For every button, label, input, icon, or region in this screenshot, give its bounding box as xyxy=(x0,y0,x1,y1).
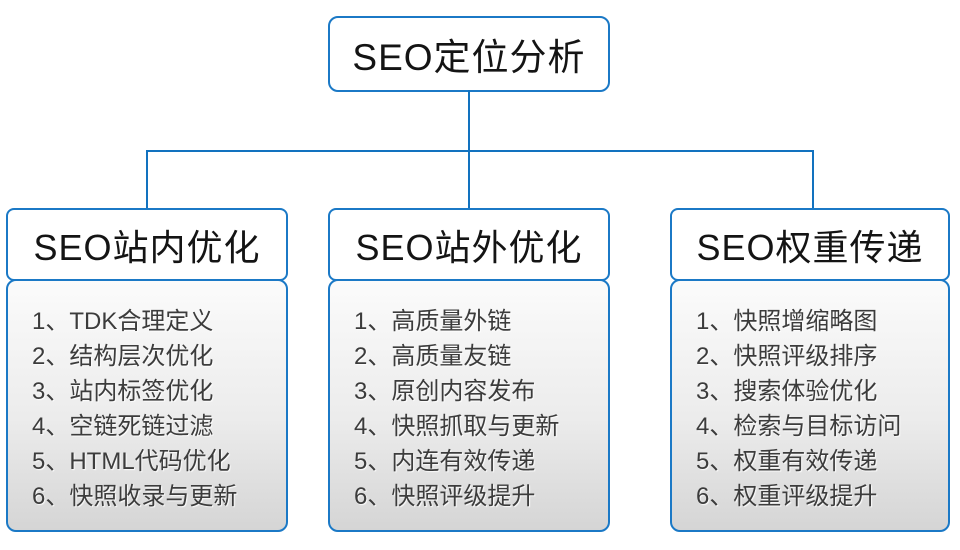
list-item: 1、TDK合理定义 xyxy=(32,308,214,335)
branch-header-label: SEO站内优化 xyxy=(33,226,261,268)
list-item: 3、站内标签优化 xyxy=(32,378,214,405)
branch-list-offsite: 1、高质量外链 2、高质量友链 3、原创内容发布 4、快照抓取与更新 5、内连有… xyxy=(328,279,610,532)
connector-drop-right xyxy=(812,151,814,209)
list-item: 5、HTML代码优化 xyxy=(32,448,231,475)
branch-header-label: SEO权重传递 xyxy=(696,226,924,268)
branch-list-onsite: 1、TDK合理定义 2、结构层次优化 3、站内标签优化 4、空链死链过滤 5、H… xyxy=(6,279,288,532)
root-node: SEO定位分析 xyxy=(328,16,610,92)
branch-header-label: SEO站外优化 xyxy=(355,226,583,268)
list-item: 2、结构层次优化 xyxy=(32,343,214,370)
list-item: 1、快照增缩略图 xyxy=(696,308,878,335)
connector-root-vertical xyxy=(468,90,470,151)
branch-header-onsite: SEO站内优化 xyxy=(6,208,288,281)
list-item: 3、搜索体验优化 xyxy=(696,378,878,405)
list-item: 4、检索与目标访问 xyxy=(696,413,902,440)
branch-header-offsite: SEO站外优化 xyxy=(328,208,610,281)
list-item: 6、快照评级提升 xyxy=(354,483,536,510)
list-item: 1、高质量外链 xyxy=(354,308,512,335)
list-item: 6、快照收录与更新 xyxy=(32,483,238,510)
branch-header-weight: SEO权重传递 xyxy=(670,208,950,281)
branch-list-weight: 1、快照增缩略图 2、快照评级排序 3、搜索体验优化 4、检索与目标访问 5、权… xyxy=(670,279,950,532)
connector-drop-left xyxy=(146,151,148,209)
connector-horizontal-bus xyxy=(146,150,814,152)
connector-drop-center xyxy=(468,151,470,209)
list-item: 5、内连有效传递 xyxy=(354,448,536,475)
list-item: 5、权重有效传递 xyxy=(696,448,878,475)
list-item: 4、快照抓取与更新 xyxy=(354,413,560,440)
list-item: 6、权重评级提升 xyxy=(696,483,878,510)
list-item: 4、空链死链过滤 xyxy=(32,413,214,440)
list-item: 3、原创内容发布 xyxy=(354,378,536,405)
list-item: 2、高质量友链 xyxy=(354,343,512,370)
list-item: 2、快照评级排序 xyxy=(696,343,878,370)
root-node-label: SEO定位分析 xyxy=(352,37,586,78)
